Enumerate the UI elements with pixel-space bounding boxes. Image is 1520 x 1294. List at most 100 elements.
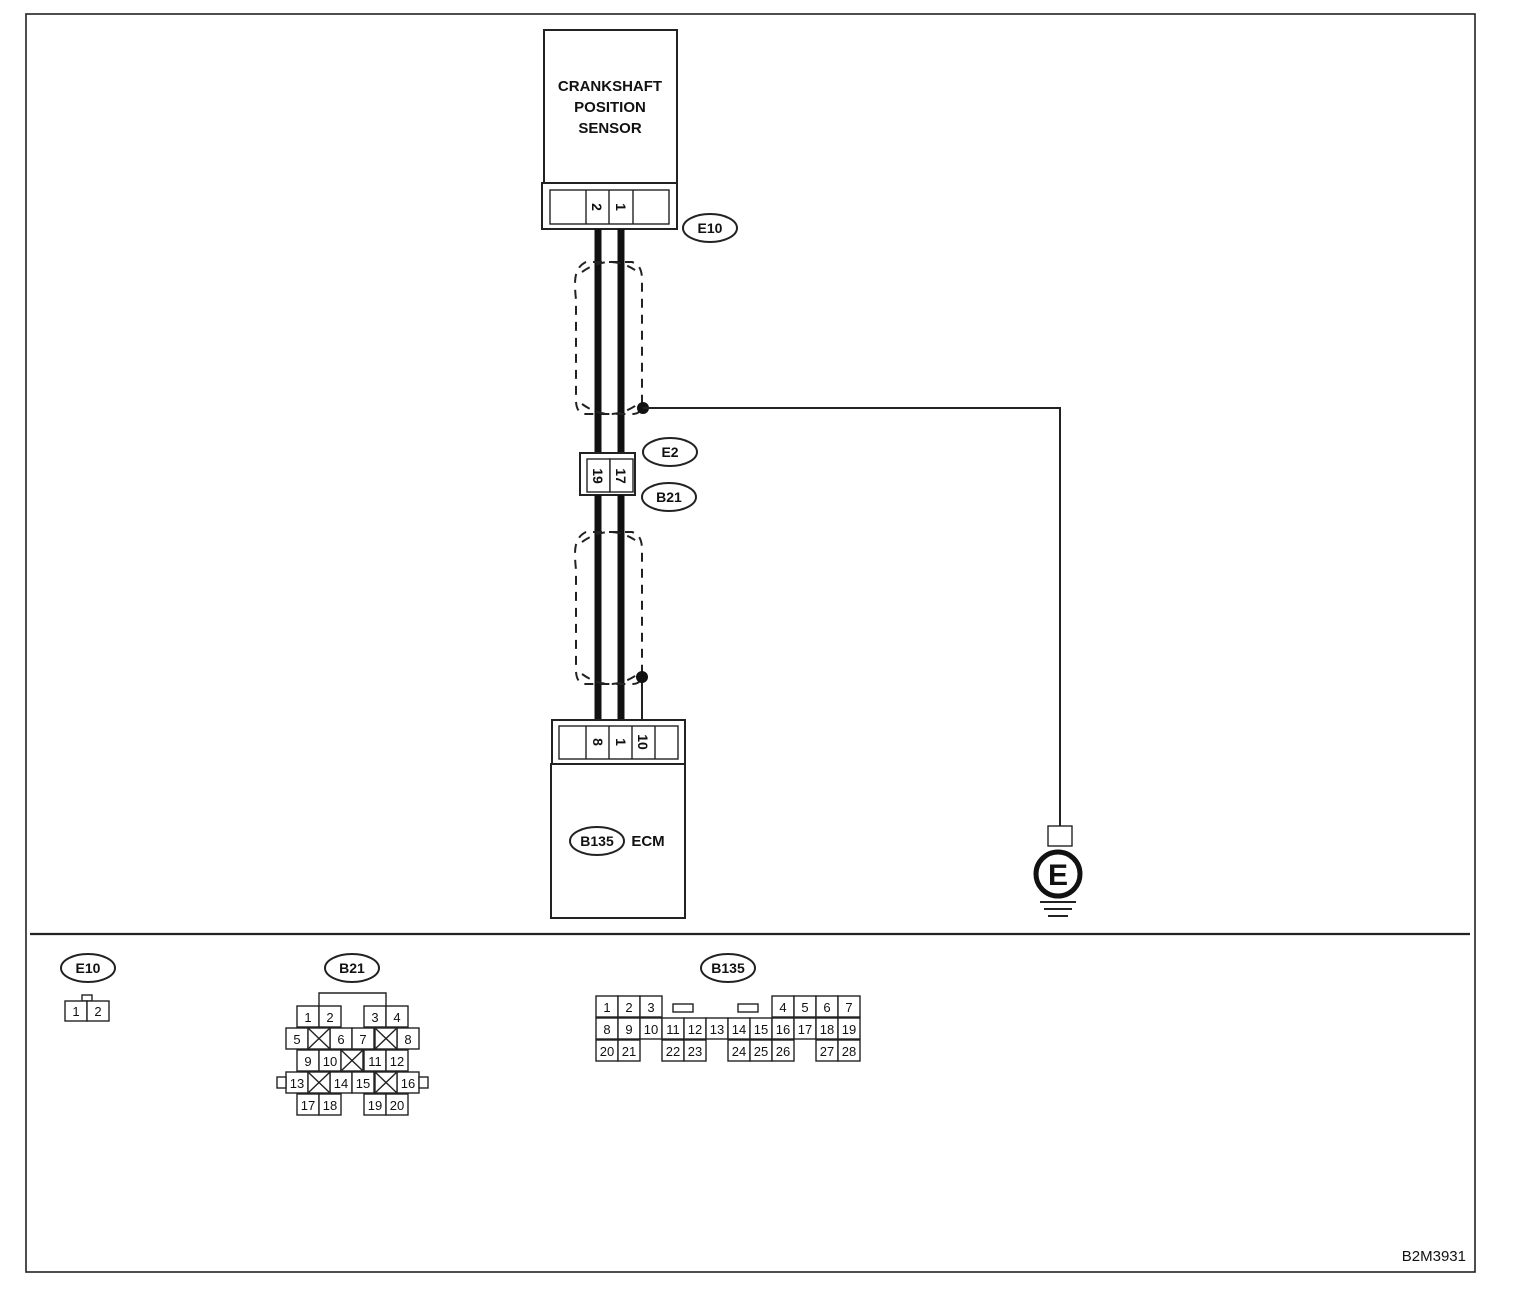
legend-b135-label: B135 xyxy=(711,960,745,976)
svg-text:B21: B21 xyxy=(656,489,682,505)
b21-pin-12-cell xyxy=(385,1049,409,1072)
b135-pin-28: 28 xyxy=(842,1044,856,1059)
b21-pin-2: 2 xyxy=(326,1010,333,1025)
b135-badge-label: B135 xyxy=(580,833,614,849)
b135-pin-19-cell xyxy=(837,1017,861,1040)
b21-pin-20: 20 xyxy=(390,1098,404,1113)
blank-pin-marker xyxy=(374,1027,398,1050)
upper-harness xyxy=(574,229,643,455)
b135-pin-11: 11 xyxy=(666,1022,680,1037)
b21-pin-8: 8 xyxy=(404,1032,411,1047)
b135-pin-1: 1 xyxy=(603,1000,610,1015)
sensor-pin-1: 1 xyxy=(613,203,629,211)
b21-pin-4-cell xyxy=(385,1005,409,1028)
b135-pin-3-cell xyxy=(639,995,663,1018)
legend-e10-pin-1: 1 xyxy=(72,1004,79,1019)
b21-pin-15-cell xyxy=(351,1071,375,1094)
ground-symbol-letter: E xyxy=(1048,859,1068,892)
sensor-pin-2: 2 xyxy=(589,203,605,211)
b135-pin-4: 4 xyxy=(779,1000,786,1015)
b21-pin-11: 11 xyxy=(368,1054,382,1069)
b21-pin-12: 12 xyxy=(390,1054,404,1069)
b135-pin-26: 26 xyxy=(776,1044,790,1059)
blank-pin-marker xyxy=(374,1071,398,1094)
b135-pin-22: 22 xyxy=(666,1044,680,1059)
blank-pin-marker xyxy=(340,1049,364,1072)
e2-connector-badge: E2 xyxy=(642,437,698,467)
b21-pin-7-cell xyxy=(351,1027,375,1050)
b21-pin-3: 3 xyxy=(371,1010,378,1025)
b135-pin-28-cell xyxy=(837,1039,861,1062)
b21-latch-left-cell xyxy=(276,1076,287,1089)
figure-id: B2M3931 xyxy=(1402,1248,1466,1265)
sensor-label-line1: CRANKSHAFT xyxy=(558,78,662,95)
blank-pin-marker xyxy=(307,1071,331,1094)
svg-text:E10: E10 xyxy=(698,220,723,236)
e10-connector-badge: E10 xyxy=(682,213,738,243)
b21-pin-15: 15 xyxy=(356,1076,370,1091)
b135-pin-23: 23 xyxy=(688,1044,702,1059)
b135-pin-12: 12 xyxy=(688,1022,702,1037)
diagram-frame xyxy=(25,13,1476,1273)
b21-latch-right-cell xyxy=(418,1076,429,1089)
lower-harness xyxy=(574,495,643,722)
b135-pin-18: 18 xyxy=(820,1022,834,1037)
b135-pin-14: 14 xyxy=(732,1022,746,1037)
b135-pin-21: 21 xyxy=(622,1044,636,1059)
b135-pin-9: 9 xyxy=(625,1022,632,1037)
b135-pin-17: 17 xyxy=(798,1022,812,1037)
ground-wire xyxy=(643,407,1061,826)
b21-pin-19: 19 xyxy=(368,1098,382,1113)
b21-pin-5: 5 xyxy=(293,1032,300,1047)
b21-pin-2-cell xyxy=(318,1005,342,1028)
legend-e10-pin-2: 2 xyxy=(94,1004,101,1019)
b21-connector-badge: B21 xyxy=(641,482,697,512)
ecm-pin-10: 10 xyxy=(635,734,651,750)
b135-connector-badge xyxy=(569,826,625,856)
ecm-pin-1: 1 xyxy=(613,738,629,746)
blank-pin-marker xyxy=(307,1027,331,1050)
b21-pin-14: 14 xyxy=(334,1076,348,1091)
b135-pin-10: 10 xyxy=(644,1022,658,1037)
e2-pin-19: 19 xyxy=(590,468,606,484)
b135-pin-20: 20 xyxy=(600,1044,614,1059)
b135-pin-24: 24 xyxy=(732,1044,746,1059)
b135-pin-7: 7 xyxy=(845,1000,852,1015)
b135-pin-6: 6 xyxy=(823,1000,830,1015)
b21-pin-9: 9 xyxy=(304,1054,311,1069)
ecm-module: 8 1 10 B135 ECM xyxy=(550,719,686,919)
b135-pin-15: 15 xyxy=(754,1022,768,1037)
b135-pin-16: 16 xyxy=(776,1022,790,1037)
sensor-label-line2: POSITION xyxy=(574,99,646,116)
b21-pin-10: 10 xyxy=(323,1054,337,1069)
b135-pin-27: 27 xyxy=(820,1044,834,1059)
b21-pin-6: 6 xyxy=(337,1032,344,1047)
crankshaft-position-sensor: CRANKSHAFT POSITION SENSOR 2 1 xyxy=(541,29,678,230)
b21-pin-4: 4 xyxy=(393,1010,400,1025)
legend-e10: E10 1 2 xyxy=(60,953,116,1022)
b21-pin-18: 18 xyxy=(323,1098,337,1113)
b21-pin-7: 7 xyxy=(359,1032,366,1047)
ecm-label: ECM xyxy=(631,833,664,850)
b135-pin-25: 25 xyxy=(754,1044,768,1059)
svg-text:E2: E2 xyxy=(661,444,678,460)
b135-pin-3: 3 xyxy=(647,1000,654,1015)
shield-junction-lower xyxy=(636,671,648,683)
b135-pin-13: 13 xyxy=(710,1022,724,1037)
b135-pin-21-cell xyxy=(617,1039,641,1062)
b135-pin-26-cell xyxy=(771,1039,795,1062)
e2-b21-inline-connector: 19 17 xyxy=(579,452,636,496)
b21-pin-1: 1 xyxy=(304,1010,311,1025)
e2-pin-17: 17 xyxy=(613,468,629,484)
b135-pin-8: 8 xyxy=(603,1022,610,1037)
b135-pin-23-cell xyxy=(683,1039,707,1062)
b135-pin-2: 2 xyxy=(625,1000,632,1015)
ecm-pin-8: 8 xyxy=(590,738,606,746)
b135-pin-19: 19 xyxy=(842,1022,856,1037)
b21-pin-13: 13 xyxy=(290,1076,304,1091)
legend-b21-label: B21 xyxy=(339,960,365,976)
b135-pin-7-cell xyxy=(837,995,861,1018)
